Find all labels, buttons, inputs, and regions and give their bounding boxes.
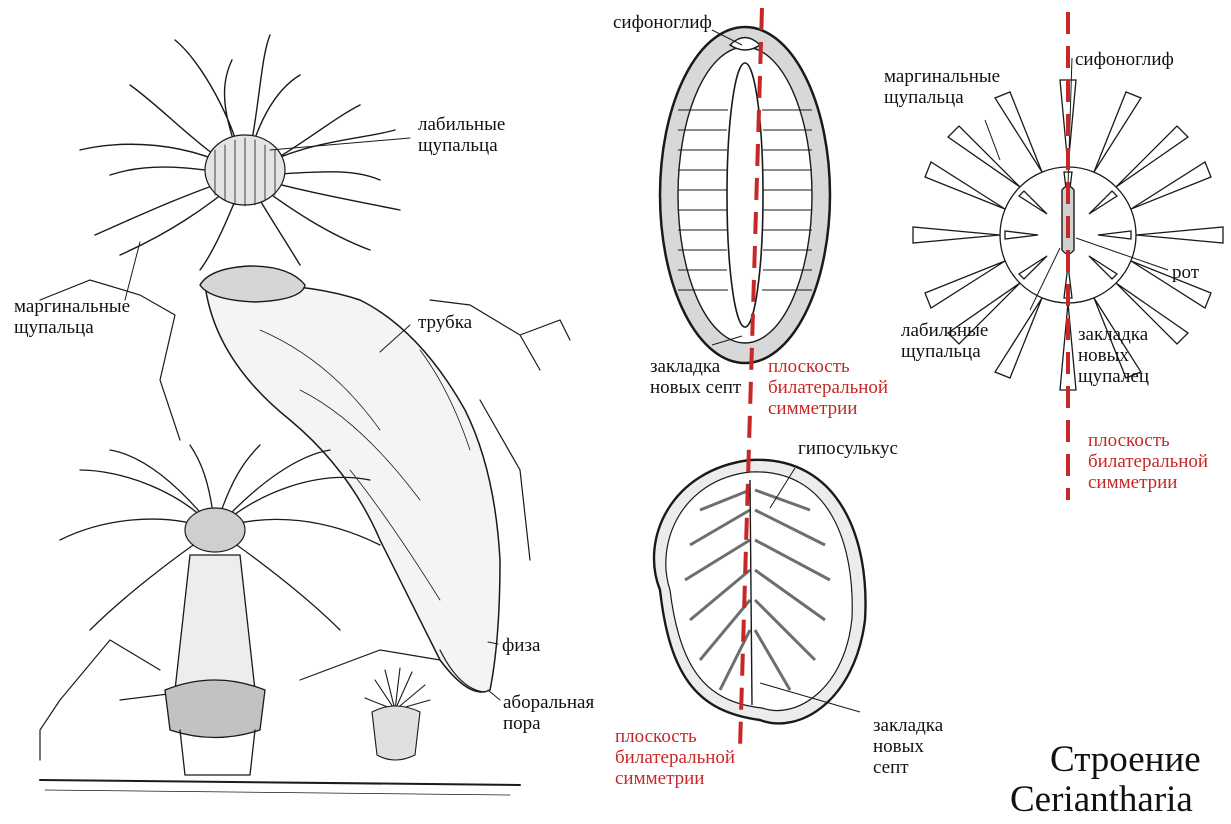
label-siphonoglyph-right: сифоноглиф bbox=[1075, 49, 1174, 70]
label-labile-tentacles-right: лабильные щупальца bbox=[901, 320, 988, 362]
label-symmetry-plane-top: плоскость билатеральной симметрии bbox=[768, 356, 888, 419]
label-new-tentacles-bud: закладка новых щупалец bbox=[1078, 324, 1149, 387]
label-aboral-pore: аборальная пора bbox=[503, 692, 594, 734]
label-symmetry-plane-bottom: плоскость билатеральной симметрии bbox=[615, 726, 735, 789]
label-physa: физа bbox=[502, 635, 540, 656]
label-new-septa-bud-top: закладка новых септ bbox=[650, 356, 741, 398]
label-marginal-tentacles: маргинальные щупальца bbox=[14, 296, 130, 338]
label-symmetry-plane-right: плоскость билатеральной симметрии bbox=[1088, 430, 1208, 493]
label-labile-tentacles: лабильные щупальца bbox=[418, 114, 505, 156]
title-line-2: Ceriantharia bbox=[1010, 778, 1193, 822]
lower-anemone bbox=[60, 445, 380, 775]
label-tube: трубка bbox=[418, 312, 472, 333]
label-hyposulcus: гипосулькус bbox=[798, 438, 898, 459]
top-section-oval bbox=[660, 27, 830, 363]
label-marginal-tentacles-right: маргинальные щупальца bbox=[884, 66, 1000, 108]
title-line-1: Строение bbox=[1050, 738, 1201, 782]
upper-anemone-tentacles bbox=[80, 35, 400, 270]
small-anemone bbox=[365, 668, 430, 760]
tube-body bbox=[205, 284, 500, 692]
label-siphonoglyph-top: сифоноглиф bbox=[613, 12, 712, 33]
bottom-section-cross bbox=[654, 460, 866, 724]
label-new-septa-bud-bottom: закладка новых септ bbox=[873, 715, 943, 778]
label-mouth: рот bbox=[1172, 262, 1199, 283]
